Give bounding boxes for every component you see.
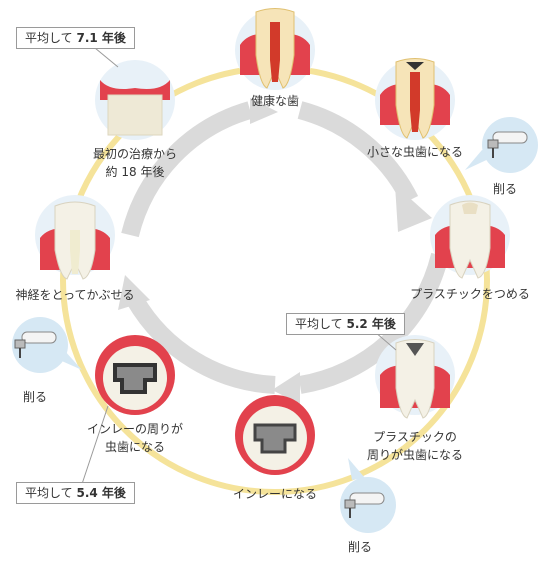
interval-tag-2: 平均して 5.2 年後: [286, 313, 405, 335]
tag-prefix: 平均して: [25, 31, 73, 45]
tag-leaders: [81, 47, 397, 485]
drill-icon-1: [465, 117, 538, 173]
stage-label-inlay: インレーになる: [232, 487, 318, 501]
tooth-after-18-years: [95, 60, 175, 140]
tag-value: 5.4 年後: [76, 486, 126, 500]
tooth-decay-around-inlay: [95, 335, 175, 415]
arrow-segment-3: [127, 295, 276, 394]
tooth-crowned: [35, 195, 115, 280]
stage-label-small-cavity: 小さな虫歯になる: [366, 145, 464, 159]
drill-label-3: 削る: [347, 540, 373, 554]
stage-label-line-1: インレーの周りが: [86, 422, 184, 436]
stage-label-decay-inlay: インレーの周りが 虫歯になる: [87, 420, 183, 456]
arrow-head-2: [272, 372, 300, 404]
tooth-plastic-filling: [430, 195, 510, 279]
arrow-heads: [118, 98, 432, 404]
tag-value: 7.1 年後: [76, 31, 126, 45]
drill-icon-3: [340, 458, 396, 533]
tooth-inlay: [235, 395, 315, 475]
tag-prefix: 平均して: [25, 486, 73, 500]
tooth-healthy: [235, 8, 315, 90]
stage-label-line-1: 最初の治療から: [92, 147, 178, 161]
stage-label-line-2: 虫歯になる: [104, 440, 166, 454]
drill-label-2: 削る: [22, 390, 48, 404]
interval-tag-3: 平均して 5.4 年後: [16, 482, 135, 504]
arrow-head-1: [395, 185, 432, 232]
cycle-arrows: [121, 101, 449, 394]
interval-tag-1: 平均して 7.1 年後: [16, 27, 135, 49]
drill-label-1: 削る: [492, 182, 518, 196]
stage-label-crown: 神経をとってかぶせる: [15, 288, 135, 302]
tag-value: 5.2 年後: [346, 317, 396, 331]
stage-label-18-years: 最初の治療から 約 18 年後: [93, 145, 177, 181]
arrow-head-3: [118, 275, 150, 310]
stage-label-healthy: 健康な歯: [250, 94, 300, 108]
drill-icon-2: [12, 317, 82, 373]
tooth-decay-around-plastic: [375, 335, 455, 419]
stage-label-line-2: 周りが虫歯になる: [366, 448, 464, 462]
tooth-small-cavity: [375, 58, 455, 140]
arrow-segment-2: [298, 252, 449, 394]
stage-label-decay-plastic: プラスチックの 周りが虫歯になる: [367, 428, 463, 464]
stage-label-line-2: 約 18 年後: [105, 165, 165, 179]
tag-prefix: 平均して: [295, 317, 343, 331]
stage-label-plastic: プラスチックをつめる: [410, 287, 530, 301]
stage-label-line-1: プラスチックの: [373, 430, 457, 444]
arrow-segment-1: [297, 101, 419, 205]
arrow-segment-4: [121, 101, 253, 238]
arrow-head-4: [250, 98, 278, 124]
